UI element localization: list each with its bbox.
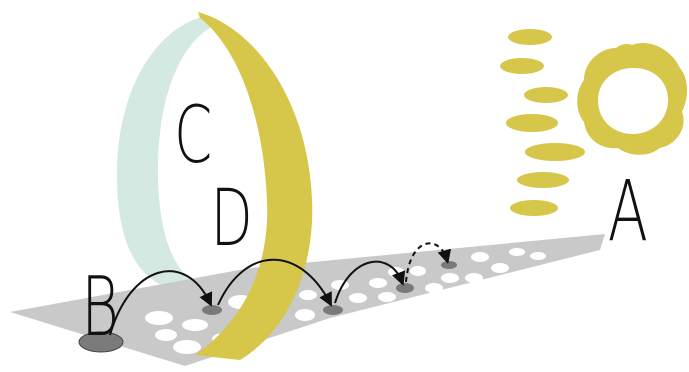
sun-ray: [517, 172, 569, 188]
label-b: B: [81, 259, 119, 355]
sun-ray: [500, 58, 544, 74]
filled-hole: [441, 261, 457, 269]
jump-arrow-dashed: [405, 242, 452, 283]
ring-front-band: [195, 12, 313, 360]
hole: [182, 319, 208, 331]
hole: [465, 273, 483, 283]
hole: [530, 252, 546, 260]
filled-hole: [323, 305, 343, 315]
hole: [509, 248, 525, 256]
start-hole-b: [78, 331, 124, 353]
hole: [491, 263, 509, 273]
filled-hole: [202, 305, 222, 315]
sun-ray: [508, 29, 552, 45]
jump-arrow: [109, 270, 213, 336]
label-a: A: [608, 164, 648, 261]
label-c: C: [174, 90, 212, 180]
filled-hole: [396, 283, 414, 293]
hole: [425, 283, 443, 293]
sun-ray: [510, 200, 558, 216]
sun-ray: [524, 87, 568, 103]
hole: [378, 292, 396, 302]
sun-icon: [577, 42, 687, 155]
hole: [299, 290, 317, 300]
sun: [577, 42, 687, 155]
sun-ray: [525, 143, 585, 161]
hole: [410, 266, 426, 276]
hole: [145, 311, 173, 325]
sun-rays: [500, 29, 585, 216]
hole: [349, 293, 367, 303]
sun-ray: [506, 114, 558, 132]
jump-arrow: [217, 258, 332, 307]
jump-arrows: [109, 242, 452, 336]
hole: [369, 278, 387, 288]
hole: [295, 309, 315, 321]
hole: [155, 329, 177, 341]
jump-arrow: [334, 260, 406, 304]
hole: [441, 273, 459, 283]
hole: [471, 252, 489, 262]
ring-back-band: [116, 16, 215, 290]
hole: [173, 340, 201, 354]
label-d: D: [211, 173, 253, 263]
